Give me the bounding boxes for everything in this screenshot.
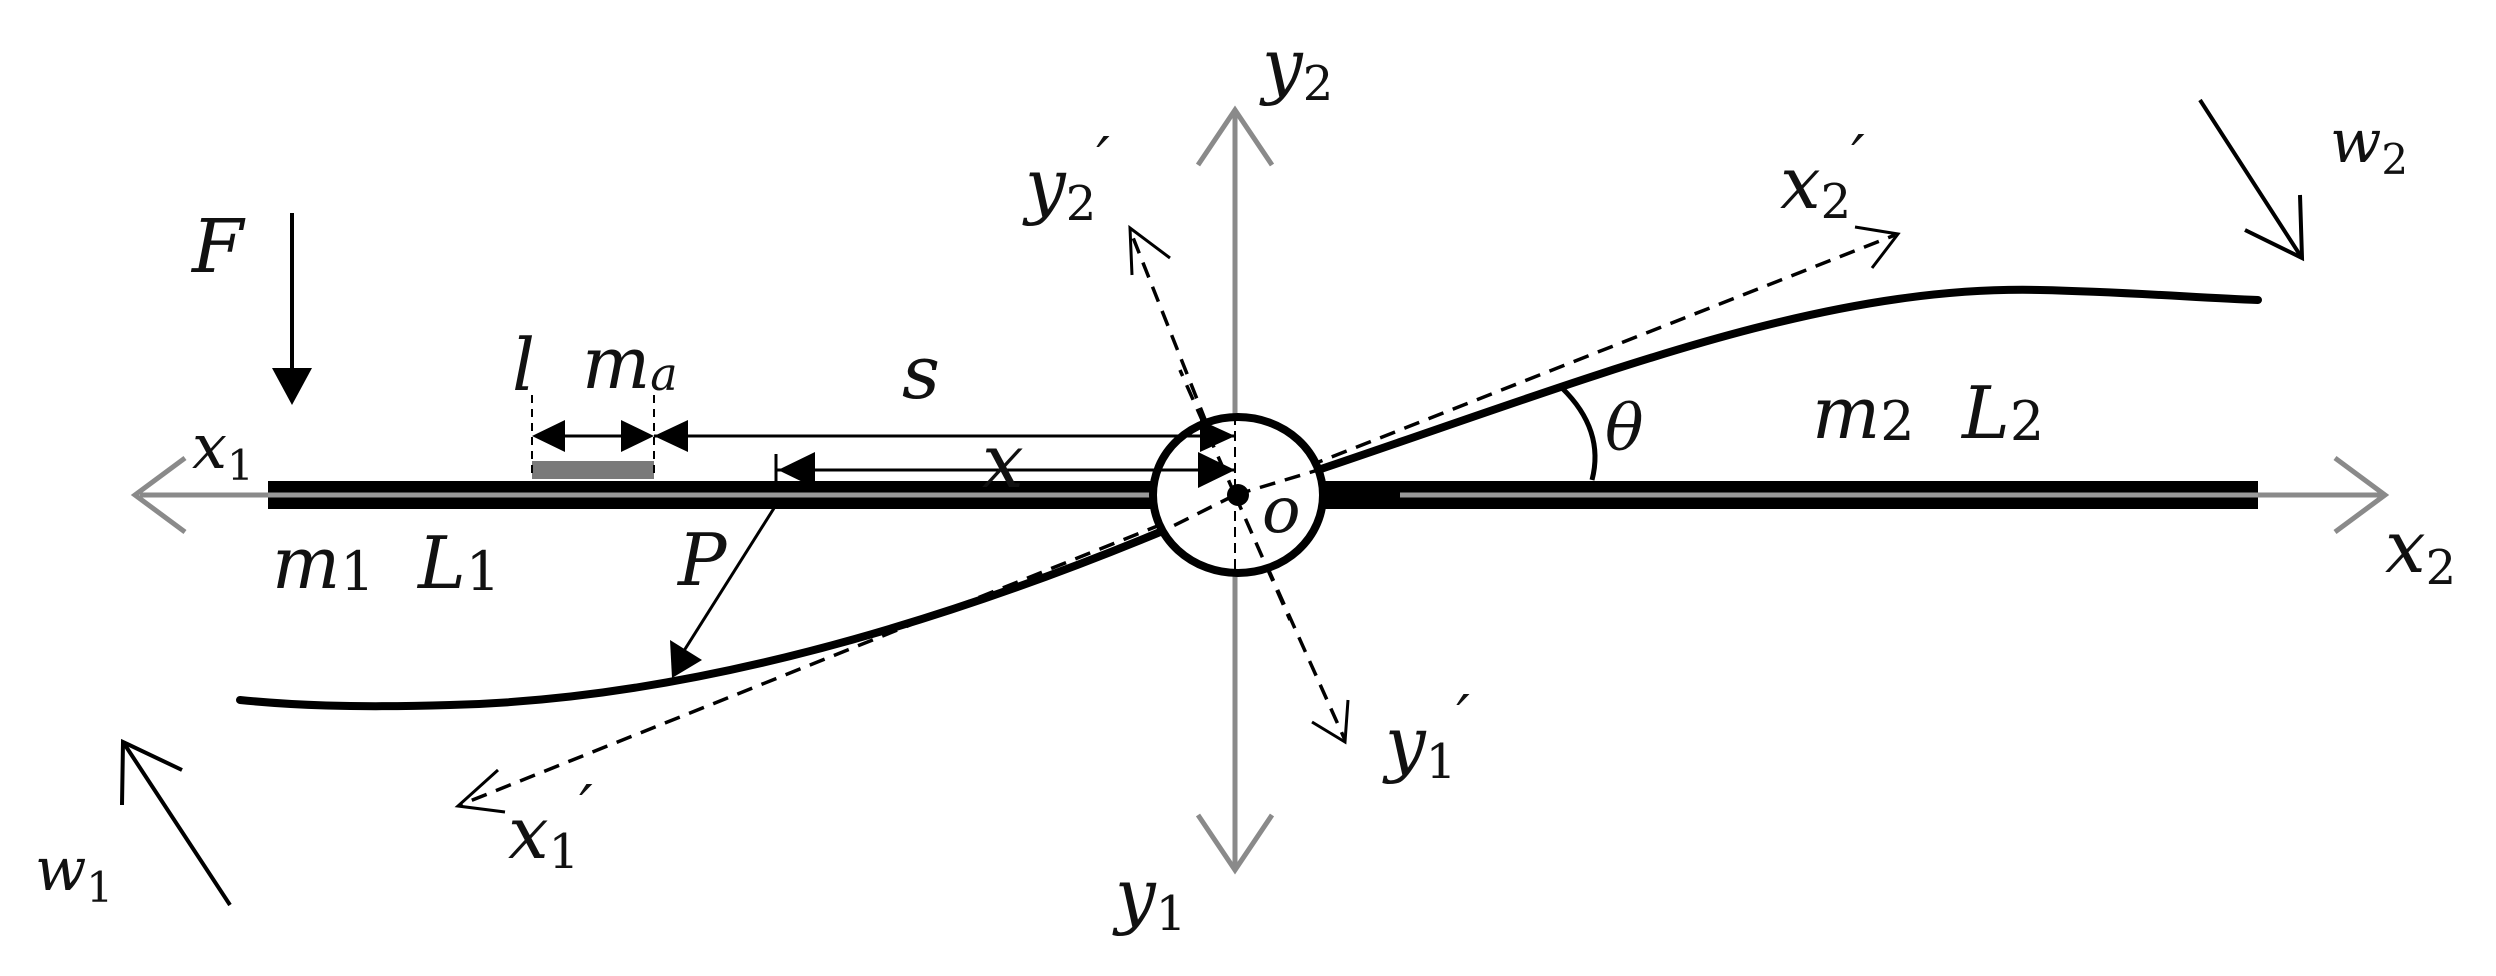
w2-arrow [2198,98,2305,262]
label-x1-prime: x1′ [508,773,593,880]
label-y1: y1 [1112,853,1186,942]
label-y1-prime: y1′ [1382,683,1470,790]
label-x2-prime: x2′ [1780,123,1865,230]
label-x1: x1 [192,410,254,490]
label-x: x [982,419,1024,505]
x1-prime-axis [459,493,1236,807]
label-L2: L2 [1960,371,2044,455]
label-theta: θ [1605,392,1644,466]
label-F: F [190,204,246,290]
dimension-s [654,420,1235,452]
label-m2: m2 [1812,371,1915,455]
attached-mass [532,461,654,479]
w1-arrow [120,738,232,907]
label-w1: w1 [35,835,113,912]
label-m1: m1 [272,521,375,605]
label-y2-prime: y2′ [1022,125,1110,232]
beam-1 [268,481,1163,509]
label-w2: w2 [2330,107,2408,184]
label-o: o [1262,474,1301,548]
theta-arc [1560,386,1598,481]
y2-prime-axis [1128,229,1237,496]
force-arrow [272,213,312,405]
label-ma: ma [582,321,678,405]
dimension-l [531,395,655,475]
p-arrow [670,504,778,678]
x2-prime-axis [1234,233,1896,497]
beam-2 [1313,481,2258,509]
label-l: l [512,323,535,407]
label-y2: y2 [1259,23,1333,112]
deformed-beam-2 [1314,285,2262,474]
origin-point [1227,484,1249,506]
label-x2: x2 [2385,505,2456,596]
label-s: s [902,330,940,416]
label-P: P [676,518,728,602]
label-L1: L1 [416,521,500,605]
deformed-beam-1 [236,526,1169,711]
dimension-x [774,452,1235,490]
